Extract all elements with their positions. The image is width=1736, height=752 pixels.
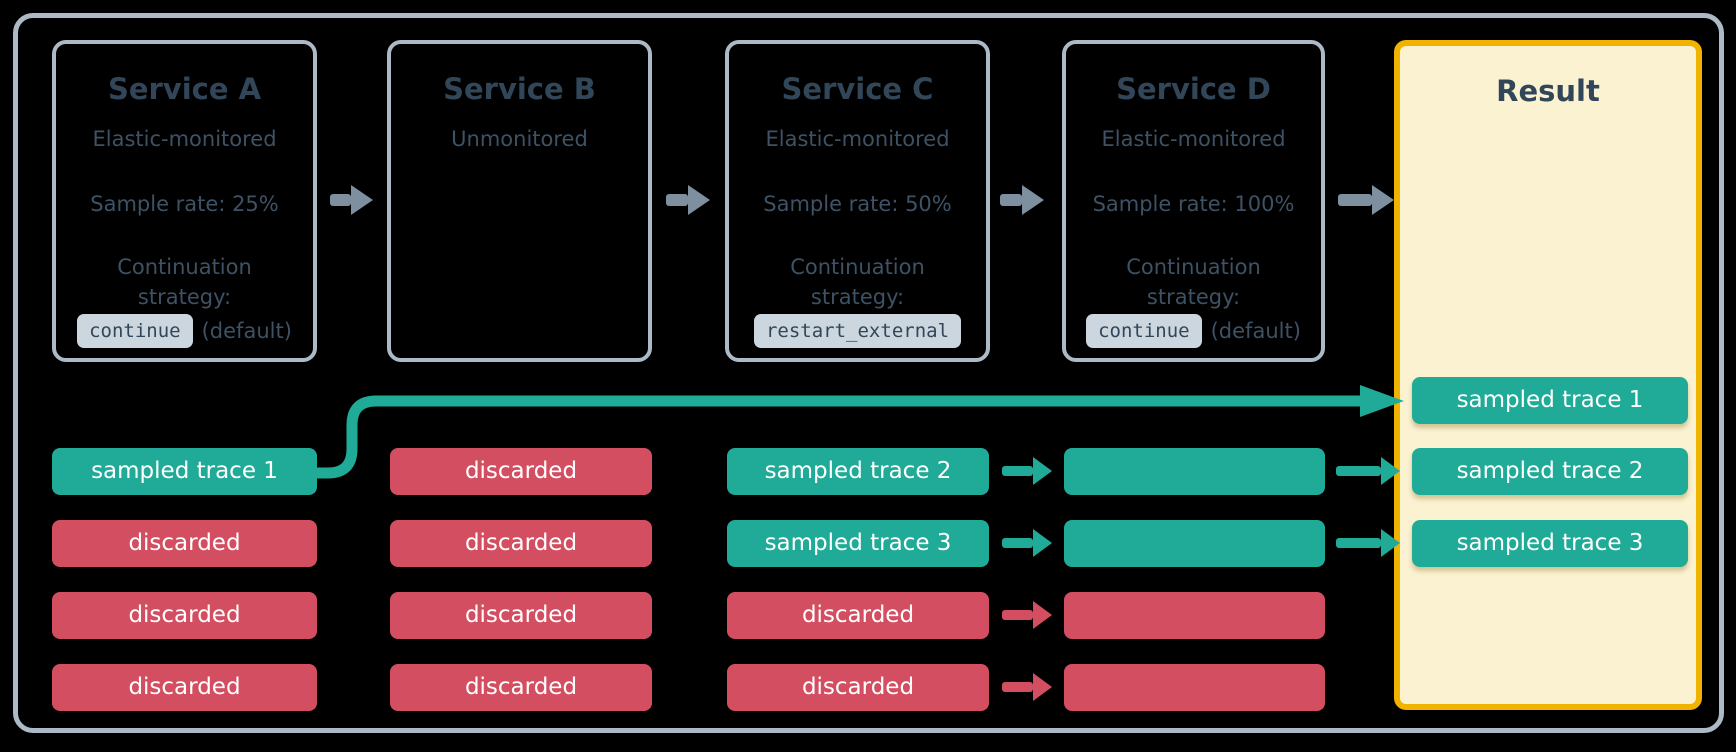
service-c-title: Service C <box>781 72 934 106</box>
service-a-sample-rate: Sample rate: 25% <box>90 192 279 216</box>
chip-suffix: (default) <box>201 319 292 343</box>
trace-arrow-c-to-d-icon <box>1002 673 1052 701</box>
trace-pill <box>1064 592 1325 639</box>
trace-pill: discarded <box>390 592 652 639</box>
service-a-strategy-label: Continuation strategy: <box>117 255 252 309</box>
code-chip: restart_external <box>753 314 962 348</box>
service-a-strategy-value: continue (default) <box>56 314 313 348</box>
service-d-strategy-value: continue (default) <box>1066 314 1321 348</box>
flow-arrow-a-to-b-icon <box>330 185 373 215</box>
result-pill: sampled trace 3 <box>1412 520 1688 567</box>
trace-pill: discarded <box>52 592 317 639</box>
code-chip: continue <box>77 314 193 348</box>
trace-pill <box>1064 664 1325 711</box>
result-title: Result <box>1496 74 1600 108</box>
chip-suffix: (default) <box>1210 319 1301 343</box>
result-pill: sampled trace 1 <box>1412 377 1688 424</box>
service-b-monitoring: Unmonitored <box>451 127 588 151</box>
trace-arrow-c-to-d-icon <box>1002 601 1052 629</box>
service-a-monitoring: Elastic-monitored <box>92 127 277 151</box>
service-a-title: Service A <box>107 72 262 106</box>
service-d-title: Service D <box>1116 72 1271 106</box>
flow-arrow-d-to-result-icon <box>1338 185 1394 215</box>
result-pill: sampled trace 2 <box>1412 448 1688 495</box>
trace-arrow-c-to-d-icon <box>1002 529 1052 557</box>
trace-pill: discarded <box>52 520 317 567</box>
trace-arrow-d-to-result-icon <box>1336 529 1400 557</box>
trace-arrow-d-to-result-icon <box>1336 457 1400 485</box>
service-c-strategy-value: restart_external <box>729 314 986 348</box>
trace-pill: discarded <box>390 664 652 711</box>
trace-pill: sampled trace 1 <box>52 448 317 495</box>
service-d-monitoring: Elastic-monitored <box>1101 127 1286 151</box>
trace-arrow-c-to-d-icon <box>1002 457 1052 485</box>
service-d-strategy-label: Continuation strategy: <box>1126 255 1261 309</box>
trace-pill: discarded <box>52 664 317 711</box>
service-box-b: Service B Unmonitored <box>387 40 652 362</box>
service-box-a: Service A Elastic-monitored Sample rate:… <box>52 40 317 362</box>
service-box-d: Service D Elastic-monitored Sample rate:… <box>1062 40 1325 362</box>
trace-pill: sampled trace 3 <box>727 520 989 567</box>
trace-pill: discarded <box>727 592 989 639</box>
trace-pill: discarded <box>727 664 989 711</box>
trace-pill: discarded <box>390 448 652 495</box>
trace-pill <box>1064 448 1325 495</box>
result-box: Result <box>1394 40 1702 710</box>
trace-pill: discarded <box>390 520 652 567</box>
trace-pill <box>1064 520 1325 567</box>
service-c-monitoring: Elastic-monitored <box>765 127 950 151</box>
service-c-strategy-label: Continuation strategy: <box>790 255 925 309</box>
flow-arrow-c-to-d-icon <box>1000 185 1044 215</box>
code-chip: continue <box>1086 314 1202 348</box>
service-box-c: Service C Elastic-monitored Sample rate:… <box>725 40 990 362</box>
outer-frame <box>13 13 1724 733</box>
service-c-sample-rate: Sample rate: 50% <box>763 192 952 216</box>
trace-pill: sampled trace 2 <box>727 448 989 495</box>
service-d-sample-rate: Sample rate: 100% <box>1092 192 1295 216</box>
flow-arrow-b-to-c-icon <box>666 185 710 215</box>
service-b-title: Service B <box>443 72 596 106</box>
